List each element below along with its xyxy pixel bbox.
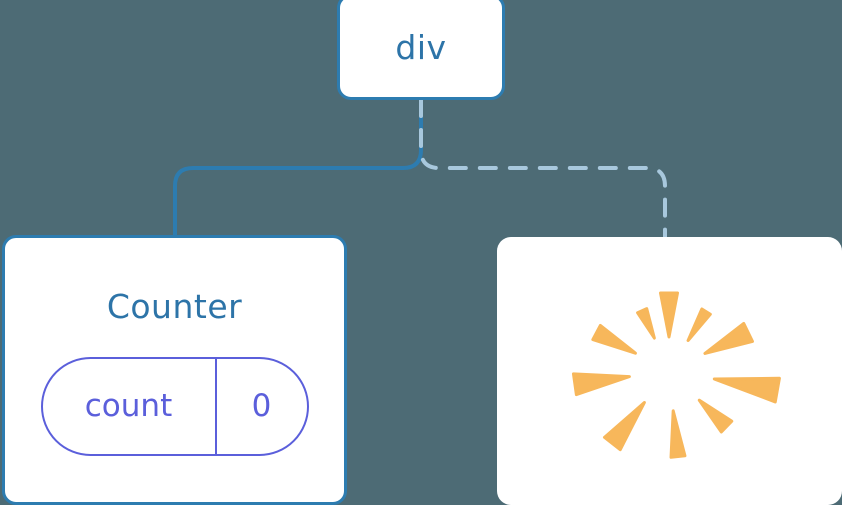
node-counter-label: Counter bbox=[106, 287, 243, 326]
sparkle-ray-6 bbox=[602, 401, 646, 452]
sparkle-burst-icon bbox=[571, 291, 781, 459]
prop-pill-count[interactable]: count 0 bbox=[40, 357, 309, 456]
sparkle-ray-2 bbox=[703, 321, 754, 355]
sparkle-ray-5 bbox=[669, 409, 687, 459]
sparkle-ray-7 bbox=[571, 372, 631, 397]
sparkle-ray-3 bbox=[712, 376, 781, 404]
sparkle-ray-1 bbox=[686, 307, 712, 342]
prop-value-count: 0 bbox=[251, 388, 272, 424]
node-sparkle[interactable] bbox=[497, 237, 842, 505]
node-counter[interactable]: Counter count 0 bbox=[2, 235, 347, 505]
edge-div-to-sparkle bbox=[419, 98, 667, 240]
sparkle-ray-8 bbox=[591, 323, 637, 355]
sparkle-ray-9 bbox=[636, 307, 656, 340]
edge-div-to-counter bbox=[173, 98, 423, 240]
sparkle-ray-4 bbox=[697, 398, 734, 434]
node-div[interactable]: div bbox=[337, 0, 505, 100]
sparkle-ray-0 bbox=[659, 291, 679, 339]
prop-key-count: count bbox=[43, 359, 217, 454]
node-div-label: div bbox=[395, 27, 447, 67]
